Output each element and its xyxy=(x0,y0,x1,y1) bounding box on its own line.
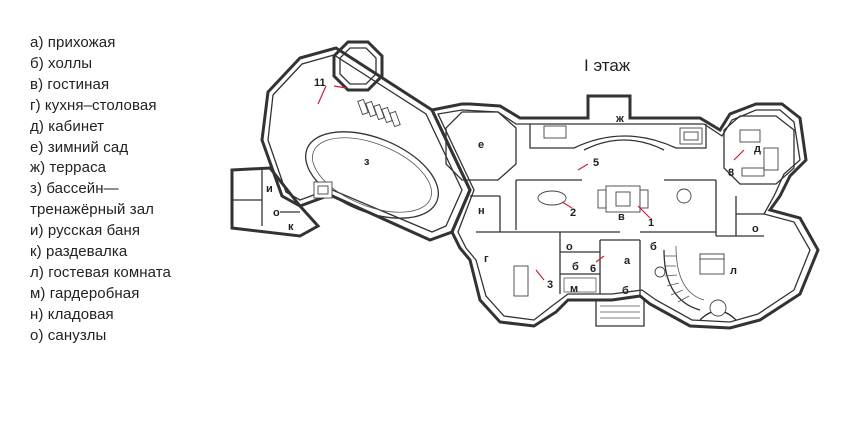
room-label-study: д xyxy=(754,143,761,155)
room-label-kitchen: г xyxy=(484,253,489,265)
legend-item: ж) терраса xyxy=(30,159,107,177)
room-label-hall: б xyxy=(650,241,657,253)
room-label-guest-room: л xyxy=(730,265,737,277)
furniture xyxy=(513,125,779,297)
legend-item: з) бассейн— xyxy=(30,180,119,198)
main-house xyxy=(429,94,820,330)
viewpoint-number: 8 xyxy=(728,167,734,179)
room-label-entrance: а xyxy=(624,255,631,267)
legend-item: и) русская баня xyxy=(30,222,141,240)
legend-item: н) кладовая xyxy=(30,305,114,323)
room-label-winter-garden: е xyxy=(478,139,484,151)
floor-title: I этаж xyxy=(584,56,631,75)
viewpoint-number: 6 xyxy=(590,263,596,275)
legend-item: г) кухня–столовая xyxy=(30,96,157,114)
room-label-bathroom: о xyxy=(273,207,280,219)
room-label-terrace: ж xyxy=(615,113,624,125)
viewpoint-numbers: 11 5 2 1 6 3 8 xyxy=(314,77,734,291)
room-labels: з е ж д в н г б б б а м л о о о и к xyxy=(266,113,761,297)
room-label-pool: з xyxy=(364,156,370,168)
room-label-wardrobe: м xyxy=(570,283,578,295)
room-label-changing-room: к xyxy=(288,221,294,233)
legend-item: о) санузлы xyxy=(30,326,107,344)
room-label-hall: б xyxy=(572,261,579,273)
room-label-living: в xyxy=(618,211,625,223)
room-legend: а) прихожая б) холлы в) гостиная г) кухн… xyxy=(30,33,171,347)
staircase xyxy=(663,245,705,311)
viewpoint-number: 2 xyxy=(570,207,576,219)
legend-item: м) гардеробная xyxy=(30,284,140,302)
room-label-pantry: н xyxy=(478,205,485,217)
tower-octagon xyxy=(332,40,384,92)
viewpoint-number: 1 xyxy=(648,217,654,229)
legend-item: к) раздевалка xyxy=(30,243,128,261)
room-label-bathroom: о xyxy=(566,241,573,253)
gym-equipment xyxy=(357,98,401,128)
room-label-hall: б xyxy=(622,285,629,297)
legend-item: б) холлы xyxy=(30,54,93,72)
viewpoint-number: 5 xyxy=(593,157,599,169)
legend-item: в) гостиная xyxy=(30,75,110,93)
banya-block xyxy=(230,166,333,238)
viewpoint-number: 11 xyxy=(314,77,326,89)
room-label-bathroom: о xyxy=(752,223,759,235)
legend-item: тренажёрный зал xyxy=(30,201,154,219)
pool-wing xyxy=(260,46,472,242)
view-pointers xyxy=(317,85,745,281)
legend-item: е) зимний сад xyxy=(30,138,129,156)
legend-item: а) прихожая xyxy=(30,34,116,51)
legend-item: д) кабинет xyxy=(30,117,105,135)
legend-item: л) гостевая комната xyxy=(30,263,172,281)
viewpoint-number: 3 xyxy=(547,279,553,291)
room-label-banya: и xyxy=(266,183,273,195)
